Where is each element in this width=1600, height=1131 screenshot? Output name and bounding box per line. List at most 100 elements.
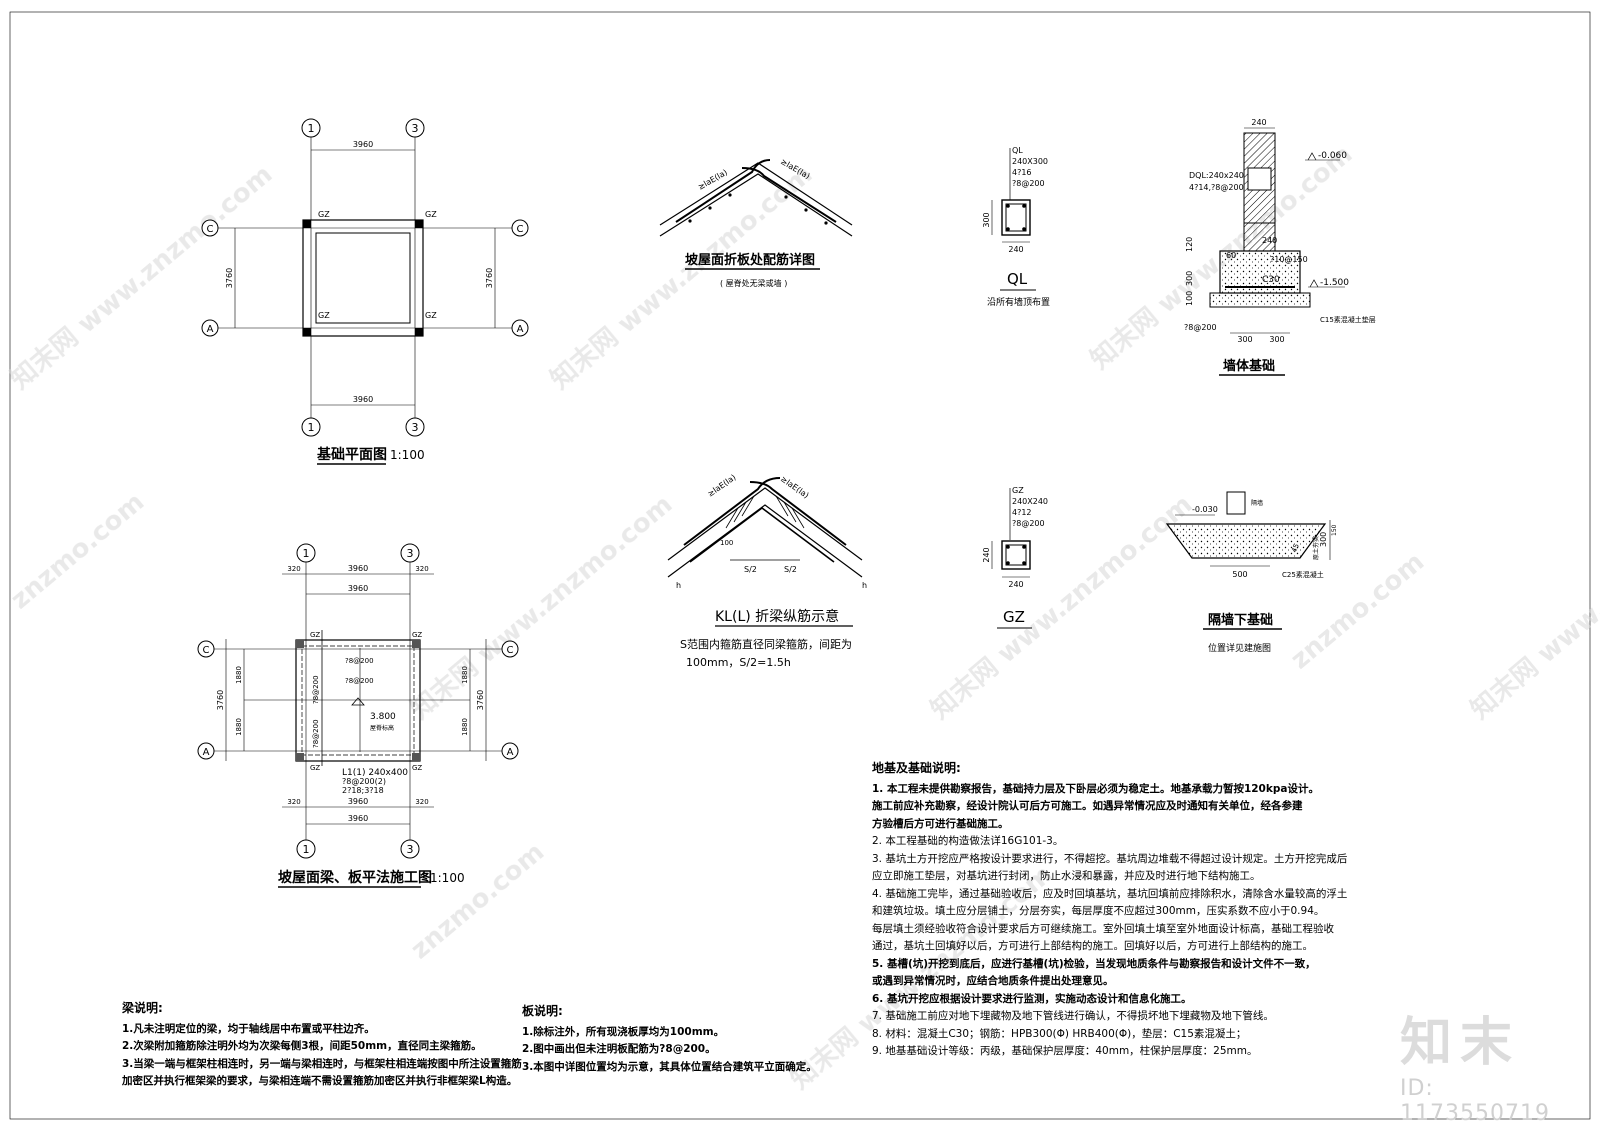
concrete-grade: C30 [1262, 275, 1280, 285]
note-line: 和建筑垃圾。填土应分层铺土，分层夯实，每层厚度不应超过300mm，压实系数不应小… [872, 905, 1325, 917]
gz-section: GZ 240X240 4?12 ?8@200 240 240 GZ [982, 486, 1048, 629]
axis-3-label: 3 [412, 122, 419, 135]
dim-half: 1880 [461, 718, 469, 736]
lae-label: ≥laE(la) [706, 473, 738, 499]
axis-1-label: 1 [308, 122, 315, 135]
ql-dim-h: 300 [982, 212, 991, 227]
slab-notes-heading: 板说明: [522, 1004, 563, 1018]
fold-detail-title: 坡屋面折板处配筋详图 [685, 252, 815, 268]
lae-label: ≥laE(la) [697, 168, 729, 192]
partition-depth: 300 [1319, 532, 1328, 547]
gz-spec: 4?12 [1012, 508, 1032, 517]
dim-span: 3960 [348, 564, 368, 573]
slab-rebar: ?8@200 [345, 657, 374, 665]
gz-spec: ?8@200 [1012, 519, 1045, 528]
stamp-id: ID: 1173550719 [1400, 1076, 1550, 1126]
elevation-top: -0.060 [1318, 151, 1347, 161]
gz-label: GZ [318, 210, 330, 219]
gz-label: GZ [412, 764, 422, 772]
foundation-plan-title: 基础平面图 [317, 446, 387, 463]
watermark-stamp: 知末 ID: 1173550719 [1400, 1000, 1590, 1126]
kl-fold-beam-detail: ≥laE(la) ≥laE(la) S/2 S/2 100 h h KL(L) … [667, 473, 867, 669]
note-line: 2.次梁附加箍筋除注明外均为次梁每侧3根，间距50mm，直径同主梁箍筋。 [122, 1040, 482, 1052]
dql-spec: 4?14,?8@200 [1189, 183, 1244, 192]
axis-1-label: 1 [303, 547, 310, 560]
roof-plan-scale: 1:100 [430, 871, 465, 885]
lae-label: ≥laE(la) [779, 474, 811, 500]
ql-section: QL 240X300 4?16 ?8@200 300 240 QL 沿所有墙顶布… [982, 146, 1050, 308]
gz-label: GZ [318, 311, 330, 320]
gz-label: GZ [425, 210, 437, 219]
watermark: 知末网 www.znzmo.com [5, 159, 278, 395]
dim-overhang: 320 [415, 798, 428, 806]
dim-half: 1880 [235, 718, 243, 736]
h-label: h [862, 581, 867, 590]
roof-plan: 1 3 1 3 C A C A 320 3960 320 3960 320 39… [197, 543, 519, 888]
wall-foundation-title: 墙体基础 [1223, 358, 1275, 374]
dim-span: 3960 [348, 797, 368, 806]
dim-300b: 300 [1269, 335, 1284, 344]
sheet-border [9, 11, 1591, 1120]
gz-spec: 240X240 [1012, 497, 1048, 506]
dim-span: 3960 [348, 814, 368, 823]
ql-title: QL [1007, 270, 1028, 288]
axis-1-label: 1 [303, 843, 310, 856]
dim-half: 1880 [461, 666, 469, 684]
gz-title: GZ [1003, 608, 1025, 626]
dim-right: 3760 [485, 268, 494, 288]
slab-notes: 板说明: 1.除标注外，所有现浇板厚均为100mm。 2.图中画出但未注明板配筋… [522, 1003, 817, 1076]
note-line: 1. 本工程未提供勘察报告，基础持力层及下卧层必须为稳定土。地基承载力暂按120… [872, 782, 1319, 795]
kl-note-2: 100mm，S/2=1.5h [686, 656, 791, 669]
dim-240: 240 [1262, 236, 1277, 245]
note-line: 1.凡未注明定位的梁，均于轴线居中布置或平柱边齐。 [122, 1022, 375, 1035]
axis-3-label: 3 [412, 421, 419, 434]
rebar-bottom: ?8@200 [1184, 323, 1217, 332]
rebar-top: ?10@150 [1270, 255, 1308, 264]
axis-c-label: C [207, 224, 214, 235]
s2-label: S/2 [784, 565, 797, 574]
s2-label: S/2 [744, 565, 757, 574]
note-line: 4. 基础施工完毕，通过基础验收后，应及时回填基坑，基坑回填前应排除积水，清除含… [872, 887, 1348, 900]
ql-spec: 4?16 [1012, 168, 1032, 177]
fold-detail-subtitle: ( 屋脊处无梁或墙 ) [720, 278, 787, 288]
dim-300: 300 [1185, 271, 1194, 286]
note-line: 3. 基坑土方开挖应严格按设计要求进行，不得超挖。基坑周边堆载不得超过设计规定。… [872, 852, 1348, 865]
axis-3-label: 3 [407, 843, 414, 856]
wall-dim-top: 240 [1251, 118, 1266, 127]
foundation-plan: 1 3 1 3 C C A A 3960 3960 3760 3760 GZ G… [201, 118, 529, 465]
note-line: 或遇到异常情况时，应结合地质条件提出处理意见。 [872, 975, 1114, 987]
wall-note: 隔墙 [1251, 499, 1263, 507]
stamp-logo: 知末 [1400, 1012, 1521, 1073]
dim-left: 3760 [225, 268, 234, 288]
gz-label: GZ [412, 631, 422, 639]
watermark: znzmo.com [1285, 547, 1430, 675]
axis-a-label: A [507, 747, 514, 758]
beam-stirrup: ?8@200(2) [342, 777, 386, 786]
elevation-bottom: -1.500 [1320, 278, 1349, 288]
note-line: 应立即施工垫层，对基坑进行封闭，防止水浸和暴露，并应及时进行地下结构施工。 [872, 870, 1261, 882]
kl-note-1: S范围内箍筋直径同梁箍筋，间距为 [680, 637, 852, 651]
gz-label: GZ [425, 311, 437, 320]
axis-a-label: A [517, 324, 524, 335]
axis-c-label: C [507, 645, 514, 656]
h-label: h [676, 581, 681, 590]
note-line: 通过，基坑土回填好以后，方可进行上部结构的施工。回填好以后，方可进行上部结构的施… [872, 940, 1313, 952]
note-line: 7. 基础施工前应对地下埋藏物及地下管线进行确认，不得损坏地下埋藏物及地下管线。 [872, 1010, 1274, 1022]
ql-subtitle: 沿所有墙顶布置 [987, 296, 1050, 308]
axis-a-label: A [207, 324, 214, 335]
watermark: 知末网 www.znzmo.com [405, 489, 678, 725]
ql-spec: QL [1012, 146, 1023, 155]
dim-right-total: 3760 [476, 690, 485, 710]
axis-c-label: C [517, 224, 524, 235]
dim-overhang: 320 [415, 565, 428, 573]
dql-spec: DQL:240x240 [1189, 171, 1244, 180]
foundation-notes-heading: 地基及基础说明: [872, 761, 961, 775]
watermark: 知末网 www.znzmo.com [925, 489, 1198, 725]
dim-100: 100 [720, 539, 733, 547]
gz-spec: GZ [1012, 486, 1024, 495]
watermark: znzmo.com [405, 837, 550, 965]
slab-rebar: ?8@200 [312, 675, 320, 704]
partition-foundation-title: 隔墙下基础 [1208, 612, 1273, 628]
watermark: 知末网 www.znzmo.com [545, 159, 818, 395]
partition-foundation: 隔墙 -0.030 500 C25素混凝土 45 300 原土夯实 150 隔墙… [1165, 491, 1338, 654]
